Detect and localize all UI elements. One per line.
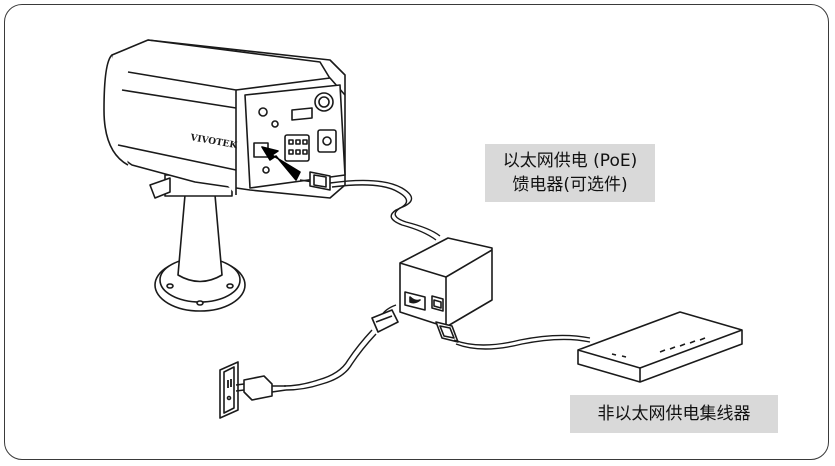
non-poe-switch-callout: 非以太网供电集线器: [570, 395, 778, 433]
network-switch: [577, 311, 743, 383]
power-plug-iec: [371, 309, 399, 333]
non-poe-switch-label: 非以太网供电集线器: [597, 404, 751, 424]
insert-arrow: [261, 146, 301, 181]
wall-plug: [235, 375, 287, 401]
rj45-plug-injector: [435, 321, 459, 343]
network-camera: VIVOTEK: [103, 39, 346, 199]
poe-injector-label-line2: 馈电器(可选件): [512, 175, 628, 195]
poe-injector-label-line1: 以太网供电 (PoE): [502, 151, 638, 171]
wall-outlet: [219, 361, 239, 419]
cable-injector-to-switch: [453, 334, 591, 350]
poe-injector: [399, 237, 493, 328]
rj45-plug-camera: [309, 171, 331, 191]
figure-frame: [4, 4, 829, 460]
poe-injector-callout: 以太网供电 (PoE) 馈电器(可选件): [485, 144, 655, 202]
camera-mount: [149, 174, 246, 312]
